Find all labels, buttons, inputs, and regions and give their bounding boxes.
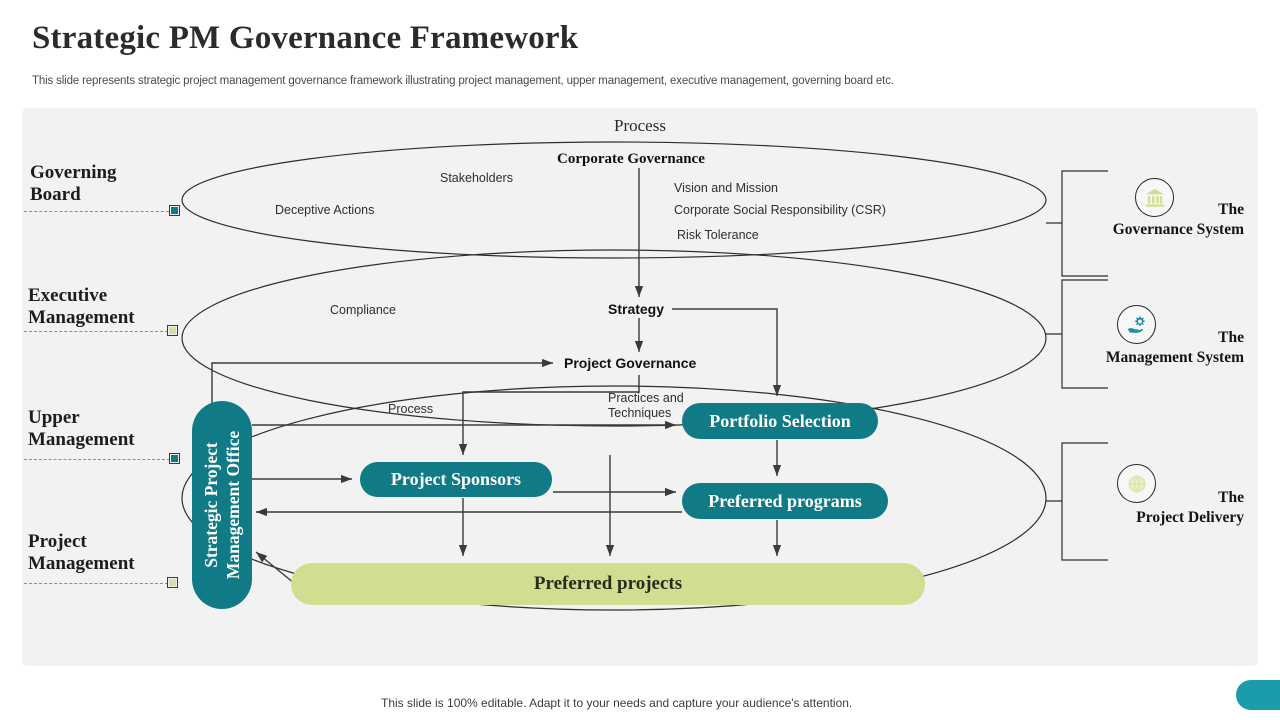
label-stakeholders: Stakeholders: [440, 171, 513, 185]
box-strategic-project-management-office[interactable]: Strategic Project Management Office: [192, 401, 252, 609]
label-practices-and-techniques: Practices and Techniques: [608, 391, 684, 420]
stage-label-upper-management: Upper Management: [28, 407, 135, 451]
footer-note: This slide is 100% editable. Adapt it to…: [381, 696, 853, 710]
stage-label-executive-management: Executive Management: [28, 285, 135, 329]
label-compliance: Compliance: [330, 303, 397, 317]
label-risk-tolerance: Risk Tolerance: [677, 228, 759, 242]
stage-marker-project-management: [167, 577, 178, 588]
bank-icon: [1135, 178, 1174, 217]
legend-label-governance-system: The Governance System: [1010, 200, 1244, 240]
stage-dash-executive-management: [24, 331, 168, 333]
page-title: Strategic PM Governance Framework: [32, 20, 579, 56]
stage-line-1: Executive: [28, 285, 108, 306]
globe-network-icon: [1117, 464, 1156, 503]
legend-line-2: Project Delivery: [1136, 509, 1244, 526]
stage-line-2: Management: [28, 429, 135, 450]
stage-label-governing-board: Governing Board: [30, 162, 117, 206]
box-project-sponsors[interactable]: Project Sponsors: [360, 462, 552, 497]
legend-label-management-system: The Management System: [1010, 328, 1244, 368]
spmo-line-1: Strategic Project: [201, 442, 221, 568]
legend-line-1: The: [1218, 489, 1244, 506]
legend-label-project-delivery: The Project Delivery: [1010, 488, 1244, 528]
legend-line-1: The: [1218, 329, 1244, 346]
gear-in-hand-icon: [1117, 305, 1156, 344]
stage-marker-upper-management: [169, 453, 180, 464]
box-portfolio-selection[interactable]: Portfolio Selection: [682, 403, 878, 439]
stage-line-2: Management: [28, 307, 135, 328]
label-csr: Corporate Social Responsibility (CSR): [674, 203, 886, 217]
stage-line-2: Board: [30, 184, 81, 205]
stage-line-1: Governing: [30, 162, 117, 183]
label-vision-and-mission: Vision and Mission: [674, 181, 778, 195]
label-corporate-governance: Corporate Governance: [557, 151, 705, 167]
stage-dash-governing-board: [24, 211, 174, 213]
spmo-line-2: Management Office: [223, 430, 243, 580]
stage-marker-governing-board: [169, 205, 180, 216]
legend-line-2: Management System: [1105, 349, 1244, 366]
page-subtitle: This slide represents strategic project …: [32, 75, 894, 87]
corner-accent: [1236, 680, 1280, 710]
stage-label-project-management: Project Management: [28, 531, 135, 575]
label-project-governance: Project Governance: [564, 355, 697, 371]
legend-line-2: Governance System: [1112, 221, 1244, 238]
stage-marker-executive-management: [167, 325, 178, 336]
stage-line-1: Upper: [28, 407, 80, 428]
box-preferred-projects[interactable]: Preferred projects: [291, 563, 925, 605]
stage-line-2: Management: [28, 553, 135, 574]
label-process: Process: [388, 402, 434, 416]
label-deceptive-actions: Deceptive Actions: [275, 203, 375, 217]
legend-line-1: The: [1218, 201, 1244, 218]
box-preferred-programs[interactable]: Preferred programs: [682, 483, 888, 519]
process-title: Process: [614, 116, 666, 135]
label-strategy: Strategy: [608, 301, 665, 317]
stage-dash-project-management: [24, 583, 168, 585]
stage-dash-upper-management: [24, 459, 170, 461]
stage-line-1: Project: [28, 531, 87, 552]
